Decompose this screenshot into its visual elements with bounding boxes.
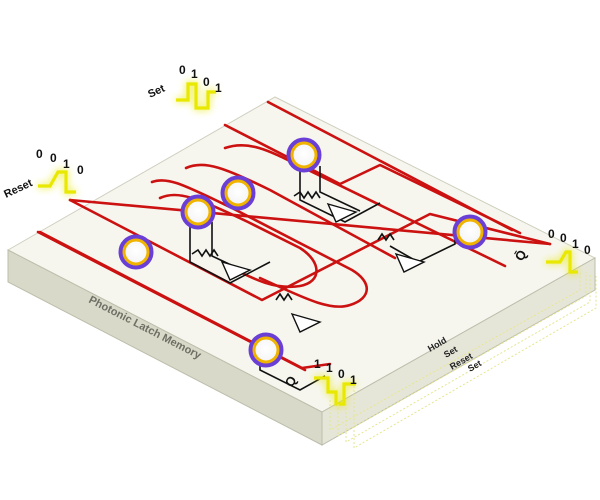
wire-4	[319, 166, 361, 212]
output-waveguide	[38, 230, 332, 370]
route-a	[150, 178, 369, 308]
set-waveguide	[223, 123, 522, 235]
wire-1	[189, 225, 271, 284]
q-pulse-waveform	[314, 376, 356, 406]
q-bar-bit-1: 0	[560, 231, 567, 245]
chip-right-side	[321, 257, 596, 446]
q-bar-bit-3: 0	[584, 243, 591, 257]
guide-3	[345, 274, 591, 443]
route-c	[184, 163, 397, 260]
amplifier-4	[394, 252, 426, 273]
q-bit-1: 1	[326, 361, 333, 375]
reset-label: Reset	[2, 177, 35, 201]
coupler-4	[377, 232, 395, 242]
set-pulse-waveform	[176, 82, 216, 110]
top-bus-waveguide	[266, 100, 514, 232]
q-bit-2: 0	[338, 367, 345, 381]
guide-4	[353, 276, 597, 449]
guide-1	[329, 270, 581, 431]
reset-pulse-waveform	[38, 170, 76, 194]
ring-2	[180, 194, 216, 230]
q-bit-3: 1	[350, 373, 357, 387]
amplifier-2	[326, 202, 358, 223]
ring-4	[286, 137, 322, 173]
amplifier-3	[290, 312, 322, 333]
reset-input-signal: Reset 0 0 1 0	[2, 147, 84, 201]
timeline-guides	[329, 270, 597, 449]
ring-6	[248, 332, 284, 368]
amplifier-1	[220, 260, 252, 281]
ring-resonators	[118, 137, 488, 368]
chip-body: Photonic Latch Memory	[6, 96, 597, 446]
ring-3	[220, 175, 256, 211]
coupler-2	[293, 190, 321, 200]
coupler-3	[275, 292, 293, 302]
amplifiers	[220, 202, 426, 333]
set-bit-2: 0	[203, 75, 210, 89]
q-bar-bit-2: 1	[572, 237, 579, 251]
couplers	[191, 190, 395, 302]
set-label: Set	[146, 82, 167, 100]
guide-2	[337, 272, 587, 437]
reset-bit-1: 0	[50, 151, 57, 165]
reset-bit-2: 1	[63, 157, 70, 171]
q-bar-bit-0: 0	[548, 227, 555, 241]
q-bit-0: 1	[314, 357, 321, 371]
q-bar-pulse-waveform	[546, 250, 578, 274]
ring-1	[118, 234, 154, 270]
ring-5	[452, 214, 488, 250]
reset-bit-0: 0	[36, 147, 43, 161]
set-bit-1: 1	[191, 67, 198, 81]
wire-3	[299, 162, 381, 223]
reset-bit-3: 0	[77, 163, 84, 177]
set-bit-0: 0	[179, 63, 186, 77]
set-bit-3: 1	[215, 81, 222, 95]
set-input-signal: Set 0 1 0 1	[146, 63, 222, 110]
coupler-1	[191, 248, 219, 258]
reset-waveguide-path	[68, 198, 552, 302]
